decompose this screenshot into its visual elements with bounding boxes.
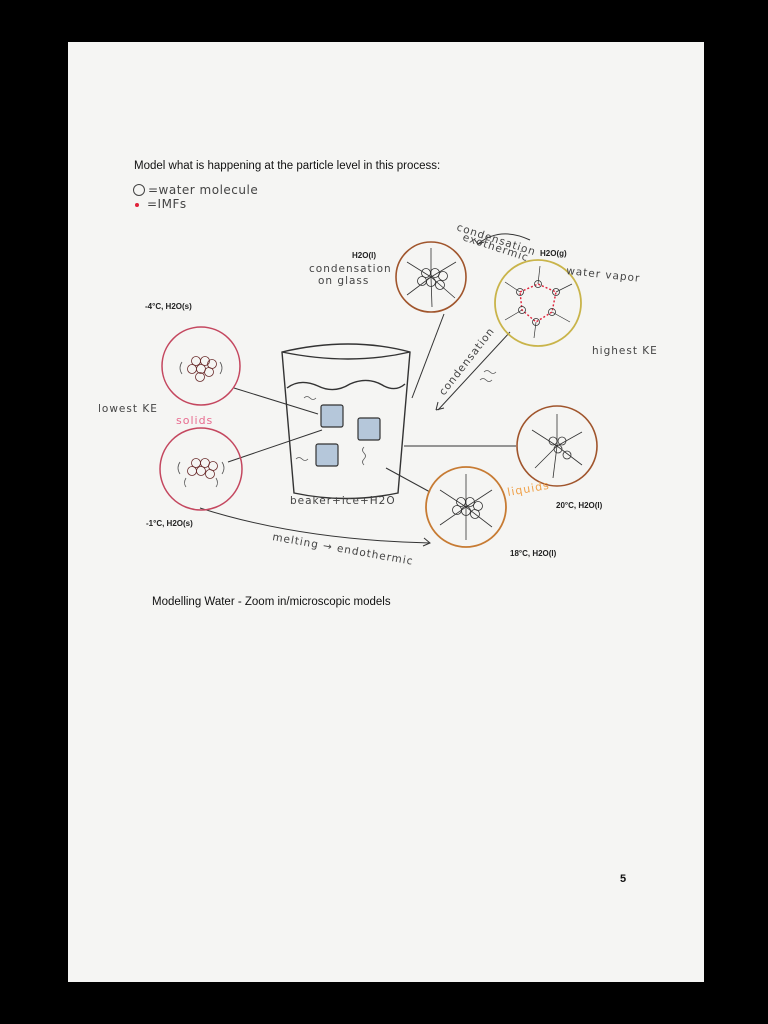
zoom-circle-vapor	[494, 259, 582, 347]
label-liquid-right: 20°C, H2O(l)	[556, 501, 603, 510]
legend-row-molecule: =water molecule	[133, 183, 258, 197]
ice-cube	[315, 443, 339, 467]
paper-page	[68, 42, 704, 982]
page-number: 5	[620, 873, 627, 885]
water-molecule-icon	[133, 184, 145, 197]
label-solid-top: -4°C, H2O(s)	[145, 302, 192, 311]
highest-ke-label: highest KE	[592, 345, 658, 357]
legend-molecule-text: =water molecule	[148, 183, 259, 197]
condensation-glass-line1: condensation	[309, 263, 392, 275]
label-vapor-state: H2O(g)	[540, 249, 567, 258]
zoom-circle-liquid-bottom	[425, 466, 507, 548]
connector-lines	[199, 233, 531, 547]
ice-cubes	[315, 404, 381, 467]
imf-dot-icon	[135, 202, 139, 207]
zoom-circle-solid-top	[161, 326, 241, 406]
liquids-label: liquids	[506, 479, 550, 499]
melting-label: melting → endothermic	[271, 531, 414, 568]
condensation-diagonal: condensation	[437, 325, 497, 398]
label-condensation-state: H2O(l)	[352, 251, 376, 260]
legend: =water molecule =IMFs	[133, 183, 258, 212]
beaker-label: beaker+ice+H2O	[290, 495, 396, 507]
zoom-circle-liquid-right	[516, 405, 598, 487]
solids-label: solids	[176, 414, 213, 427]
ice-cube	[320, 404, 344, 428]
label-liquid-bottom: 18°C, H2O(l)	[510, 549, 557, 558]
lowest-ke-label: lowest KE	[98, 403, 158, 415]
condensation-glass-line2: on glass	[318, 275, 369, 287]
label-solid-bottom: -1°C, H2O(s)	[146, 519, 193, 528]
legend-imf-text: =IMFs	[147, 197, 187, 212]
beaker	[281, 343, 411, 500]
zoom-circle-condensation	[395, 241, 467, 313]
water-vapor-label: water vapor	[566, 265, 641, 285]
ice-cube	[357, 417, 381, 441]
heat-squiggles	[295, 370, 497, 466]
zoom-circle-solid-bottom	[159, 427, 243, 511]
legend-row-imf: =IMFs	[133, 197, 258, 211]
prompt-text: Model what is happening at the particle …	[134, 160, 441, 172]
caption: Modelling Water - Zoom in/microscopic mo…	[152, 596, 391, 608]
